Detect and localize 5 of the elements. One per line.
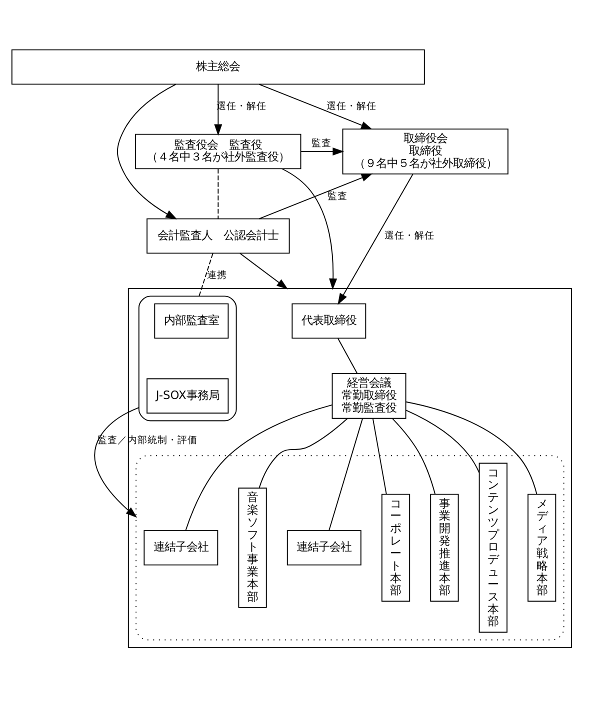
edge-label: 監査 xyxy=(328,190,348,202)
edge-label: 選任・解任 xyxy=(384,230,435,242)
edge-label: 連携 xyxy=(207,270,228,282)
edge-label: 選任・解任 xyxy=(326,101,376,112)
edge-label: 監査 xyxy=(312,138,332,149)
